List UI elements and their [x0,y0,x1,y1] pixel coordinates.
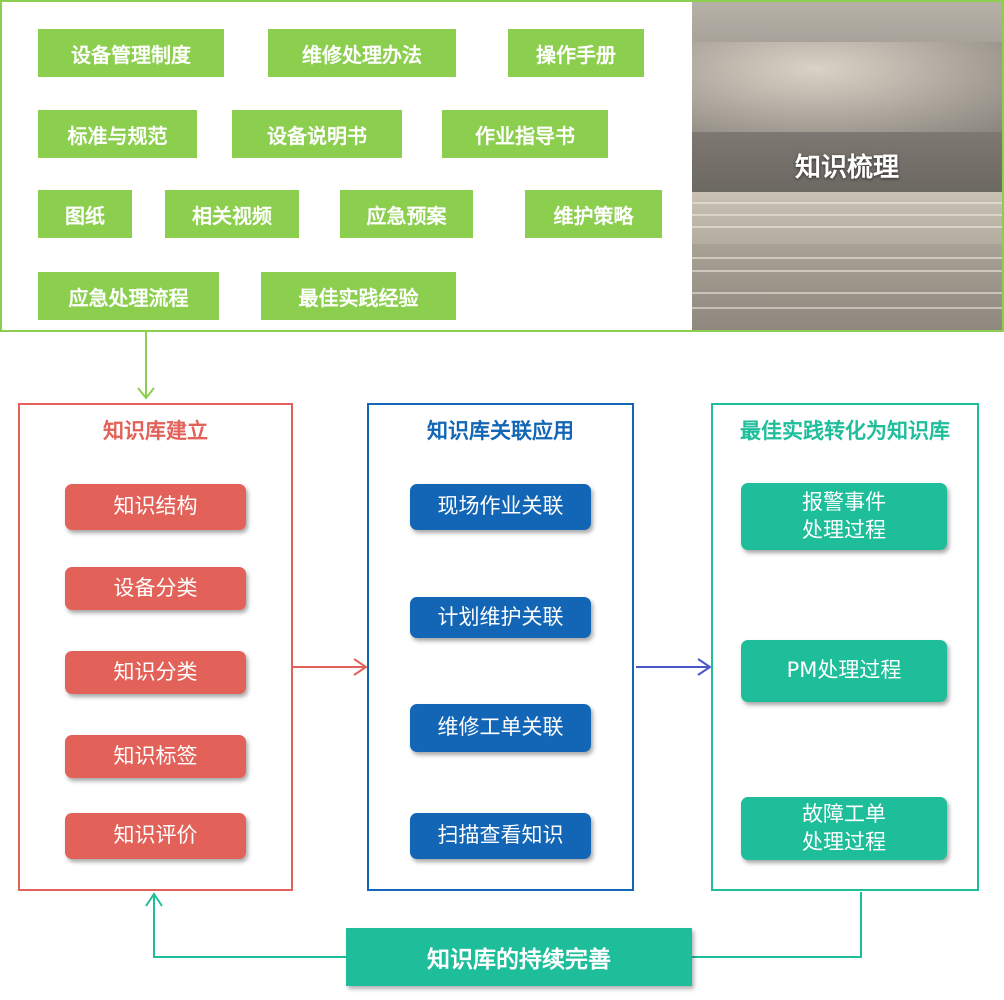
books-photo: 知识梳理 [692,2,1002,330]
tag-emergency-process: 应急处理流程 [38,272,219,320]
apply-item-scan[interactable]: 扫描查看知识 [410,813,591,859]
tag-best-practice: 最佳实践经验 [261,272,456,320]
convert-item-pm[interactable]: PM处理过程 [741,640,947,702]
build-item-equipment-class[interactable]: 设备分类 [65,567,246,610]
panel-apply-title: 知识库关联应用 [427,419,574,443]
build-item-structure[interactable]: 知识结构 [65,484,246,530]
build-item-knowledge-class[interactable]: 知识分类 [65,651,246,694]
build-item-evaluation[interactable]: 知识评价 [65,813,246,859]
continuous-improvement-box[interactable]: 知识库的持续完善 [346,928,692,986]
convert-item-alarm[interactable]: 报警事件 处理过程 [741,483,947,550]
photo-title: 知识梳理 [794,153,899,183]
apply-item-field-work[interactable]: 现场作业关联 [410,484,591,530]
panel-build-title: 知识库建立 [103,419,208,443]
panel-convert-title: 最佳实践转化为知识库 [740,419,950,443]
apply-item-plan-maint[interactable]: 计划维护关联 [410,597,591,638]
tag-equipment-management: 设备管理制度 [38,29,224,77]
convert-item-fault[interactable]: 故障工单 处理过程 [741,797,947,860]
tag-maintenance-strategy: 维护策略 [525,190,662,238]
tag-equipment-manual: 设备说明书 [232,110,402,158]
tag-repair-methods: 维修处理办法 [268,29,456,77]
tag-related-videos: 相关视频 [165,190,299,238]
tag-drawings: 图纸 [38,190,132,238]
loop-left [153,896,346,958]
tag-operation-manual: 操作手册 [508,29,644,77]
tag-standards: 标准与规范 [38,110,197,158]
build-item-tags[interactable]: 知识标签 [65,735,246,778]
tag-work-instructions: 作业指导书 [442,110,608,158]
loop-right [692,892,862,958]
apply-item-work-order[interactable]: 维修工单关联 [410,704,591,752]
tag-emergency-plans: 应急预案 [340,190,473,238]
